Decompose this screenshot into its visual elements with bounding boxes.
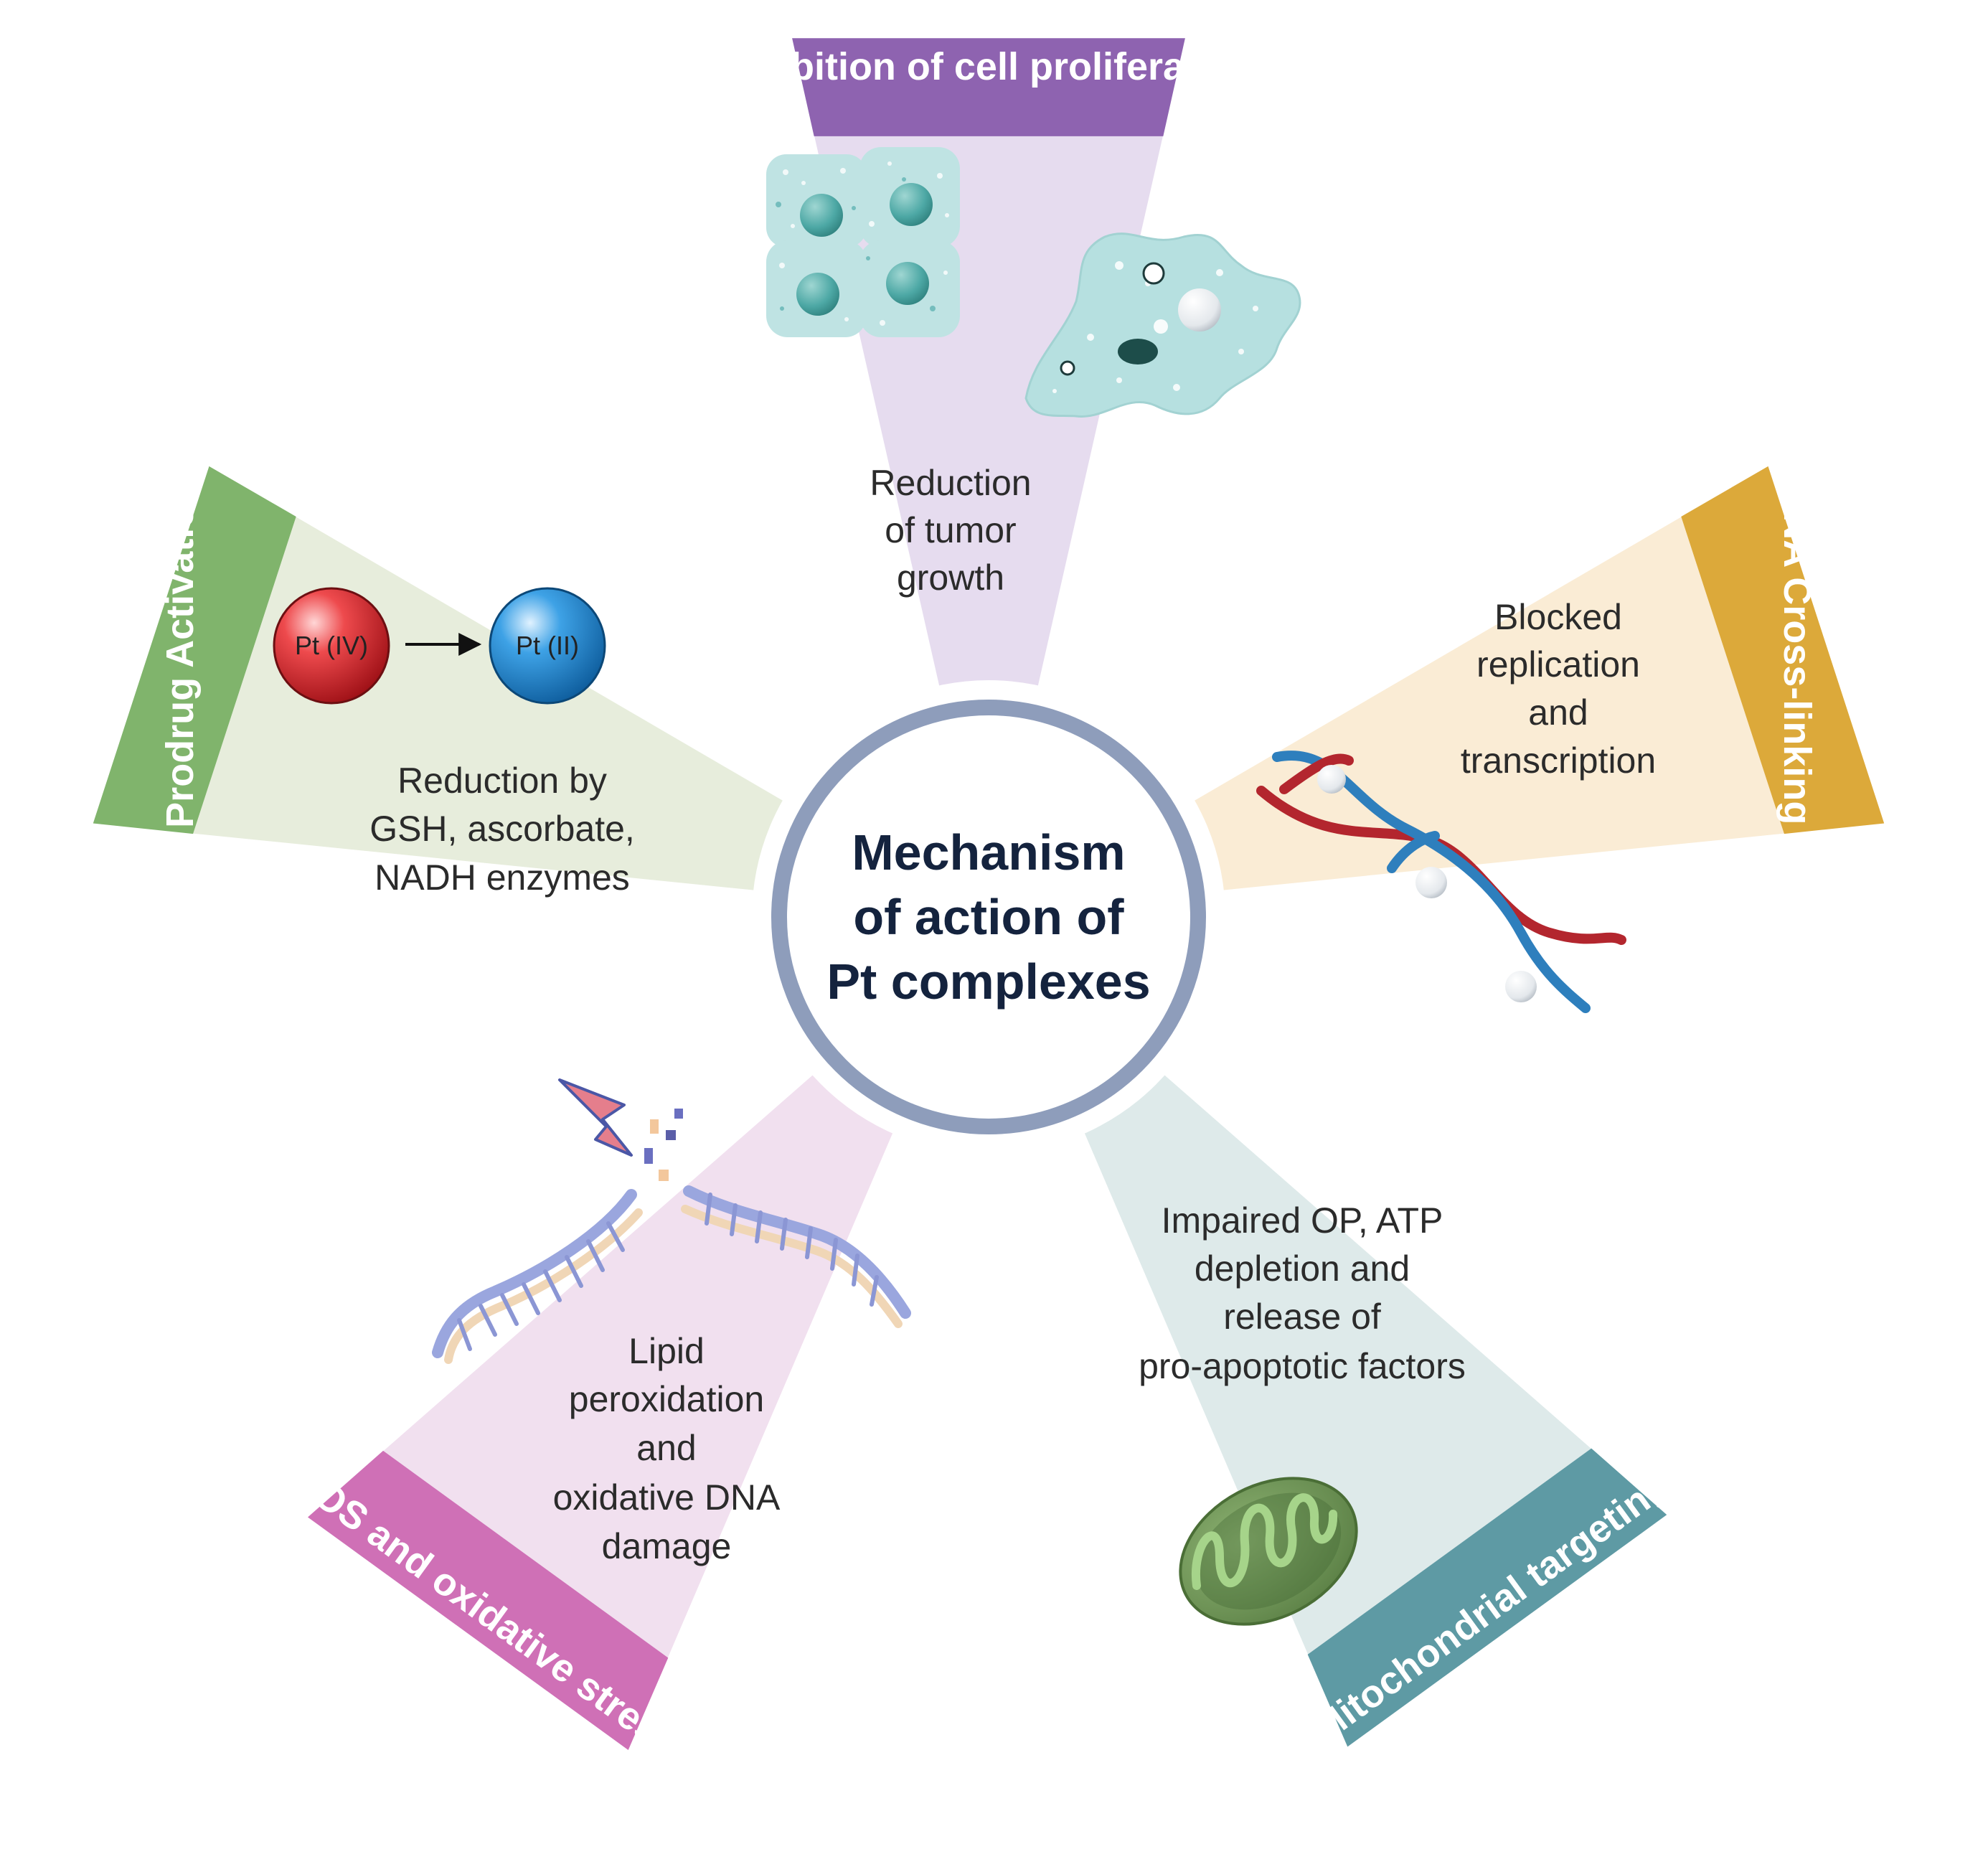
description-prodrug: Reduction by GSH, ascorbate, NADH enzyme… — [369, 761, 635, 898]
pt-ii-sphere — [489, 587, 606, 705]
pt-iv-label: Pt (IV) — [295, 631, 368, 660]
description-line: of tumor — [885, 510, 1016, 550]
description-line: and — [1528, 692, 1588, 733]
description-line: transcription — [1461, 740, 1656, 781]
prodrug-conversion: Pt (IV) Pt (II) — [273, 587, 606, 705]
mitochondrion-icon — [1179, 1477, 1358, 1626]
description-line: GSH, ascorbate, — [369, 809, 635, 849]
sector-title-dna-crosslinking: DNA Cross-linking — [1776, 484, 1819, 824]
description-line: oxidative DNA — [553, 1477, 781, 1518]
description-line: depletion and — [1195, 1248, 1410, 1289]
description-line: Blocked — [1494, 597, 1622, 637]
description-proliferation: Reduction of tumor growth — [870, 463, 1031, 598]
description-line: replication — [1476, 644, 1640, 685]
description-dna-crosslinking: Blocked replication and transcription — [1461, 597, 1656, 781]
description-line: Impaired OP, ATP — [1162, 1200, 1443, 1241]
center-hub: Mechanism of action of Pt complexes — [752, 680, 1225, 1154]
sector-title-proliferation: Inhibition of cell proliferation — [722, 45, 1256, 88]
sector-band-prodrug — [93, 466, 296, 834]
center-title-line-1: Mechanism — [852, 824, 1125, 880]
description-line: growth — [897, 558, 1004, 598]
sector-band-dna-crosslinking — [1681, 466, 1885, 834]
center-ring — [771, 700, 1206, 1134]
description-line: damage — [602, 1526, 732, 1566]
cell-cluster-icon — [766, 147, 960, 337]
sector-band-mitochondrial — [1307, 1448, 1667, 1747]
sector-title-prodrug: Prodrug Activation — [159, 481, 202, 828]
pt-ii-label: Pt (II) — [516, 631, 579, 660]
lightning-bolt-icon — [558, 1078, 633, 1157]
description-line: Lipid — [628, 1331, 705, 1371]
description-line: pro-apoptotic factors — [1139, 1346, 1466, 1386]
description-line: peroxidation — [569, 1379, 764, 1419]
sector-band-proliferation — [792, 38, 1185, 136]
description-line: NADH enzymes — [374, 857, 630, 898]
pt-iv-sphere — [273, 587, 390, 705]
dna-helix-icon — [1256, 751, 1626, 1013]
description-line: release of — [1223, 1297, 1381, 1337]
center-title-line-3: Pt complexes — [826, 954, 1150, 1010]
sector-band-ros — [308, 1450, 669, 1751]
description-ros: Lipid peroxidation and oxidative DNA dam… — [553, 1331, 781, 1566]
description-line: and — [636, 1428, 696, 1468]
center-title-line-2: of action of — [853, 889, 1124, 945]
description-line: Reduction by — [397, 761, 607, 801]
tumor-cell-icon — [1024, 232, 1301, 418]
damaged-dna-icon — [432, 1109, 911, 1364]
description-line: Reduction — [870, 463, 1031, 503]
description-mitochondrial: Impaired OP, ATP depletion and release o… — [1139, 1200, 1466, 1386]
